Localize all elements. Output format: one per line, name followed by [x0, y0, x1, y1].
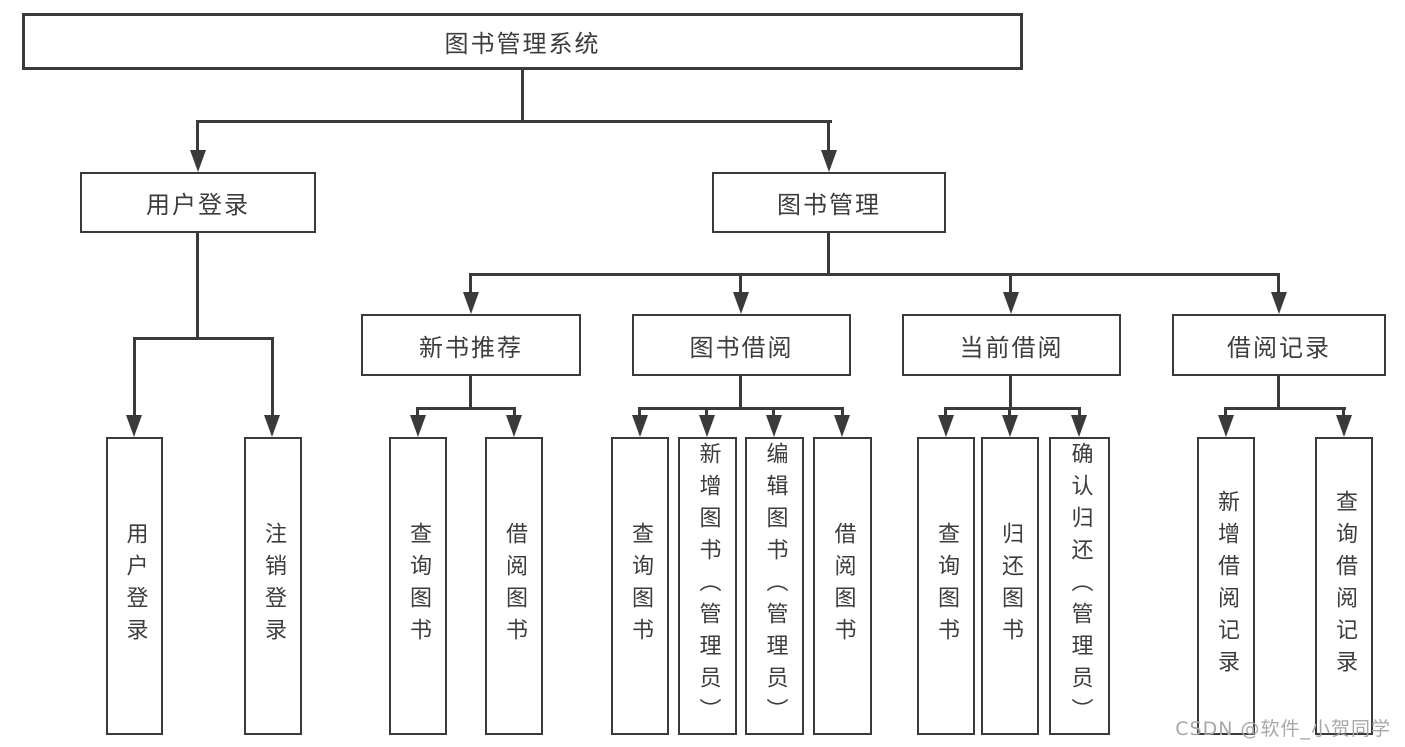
leaf-bb-edit-book-admin-label: 编辑图书（管理员） [762, 442, 788, 730]
connector-bb-leaf4-drop [841, 407, 844, 417]
connector-user-login-bus [133, 337, 274, 340]
node-user-login-label: 用户登录 [146, 191, 250, 219]
connector-book-mgmt-stem [827, 233, 830, 276]
connector-bb-leaf3-drop [772, 407, 775, 417]
connector-cb-leaf1-drop [944, 407, 947, 417]
connector-bb-leaf1-drop [638, 407, 641, 417]
arrowhead-bb-leaf4 [834, 415, 850, 437]
connector-book-borrow-bus [638, 407, 844, 410]
leaf-cb-return-book: 归还图书 [981, 437, 1039, 735]
leaf-user-login: 用户登录 [106, 437, 163, 735]
arrowhead-br-leaf2 [1336, 415, 1352, 437]
arrowhead-ul-leaf1 [126, 415, 142, 437]
connector-cb-leaf3-drop [1078, 407, 1081, 417]
connector-new-book-bus [416, 407, 516, 410]
leaf-br-query-record-label: 查询借阅记录 [1332, 490, 1357, 682]
node-root-label: 图书管理系统 [444, 30, 601, 58]
node-current-borrow: 当前借阅 [902, 314, 1121, 376]
leaf-br-query-record: 查询借阅记录 [1315, 437, 1373, 735]
leaf-bb-borrow-book: 借阅图书 [813, 437, 872, 735]
connector-br-leaf1-drop [1224, 407, 1227, 417]
connector-borrow-records-bus [1224, 407, 1346, 410]
arrowhead-book-mgmt [821, 150, 837, 172]
leaf-br-add-record: 新增借阅记录 [1197, 437, 1255, 735]
connector-br-leaf2-drop [1342, 407, 1345, 417]
arrowhead-book-borrow [733, 292, 749, 314]
node-current-borrow-label: 当前借阅 [959, 333, 1064, 362]
leaf-bb-edit-book-admin: 编辑图书（管理员） [745, 437, 804, 735]
leaf-bb-add-book-admin-label: 新增图书（管理员） [695, 442, 721, 730]
arrowhead-ul-leaf2 [264, 415, 280, 437]
leaf-logout-label: 注销登录 [261, 522, 286, 650]
node-borrow-records: 借阅记录 [1172, 314, 1386, 376]
connector-nb-leaf2-drop [513, 407, 516, 417]
node-new-book-recommend-label: 新书推荐 [419, 333, 523, 362]
arrowhead-nb-leaf1 [410, 415, 426, 437]
arrowhead-cb-leaf2 [1002, 415, 1018, 437]
connector-ul-leaf2-drop [271, 337, 274, 417]
connector-user-login-stem [196, 233, 199, 340]
connector-root-stem [521, 70, 524, 121]
connector-current-borrow-bus [944, 407, 1081, 410]
connector-current-borrow-drop [1009, 273, 1012, 295]
leaf-nb-query-book: 查询图书 [389, 437, 447, 735]
connector-book-mgmt-bus [469, 273, 1280, 276]
leaf-bb-add-book-admin: 新增图书（管理员） [678, 437, 737, 735]
csdn-watermark: CSDN @软件_小贺同学 [1175, 718, 1391, 740]
leaf-cb-query-book: 查询图书 [917, 437, 975, 735]
leaf-cb-query-book-label: 查询图书 [934, 522, 959, 650]
arrowhead-current-borrow [1003, 292, 1019, 314]
arrowhead-borrow-records [1271, 292, 1287, 314]
connector-borrow-records-stem [1277, 376, 1280, 410]
arrowhead-bb-leaf2 [699, 415, 715, 437]
node-root-library-system: 图书管理系统 [22, 13, 1023, 70]
node-book-management-label: 图书管理 [777, 191, 881, 219]
connector-book-mgmt-drop [827, 120, 830, 152]
connector-cb-leaf2-drop [1008, 407, 1011, 417]
leaf-cb-return-book-label: 归还图书 [998, 522, 1023, 650]
node-book-borrow-label: 图书借阅 [689, 333, 794, 362]
connector-ul-leaf1-drop [133, 337, 136, 417]
arrowhead-cb-leaf3 [1071, 415, 1087, 437]
arrowhead-user-login [190, 150, 206, 172]
connector-bb-leaf2-drop [705, 407, 708, 417]
arrowhead-cb-leaf1 [938, 415, 954, 437]
connector-nb-leaf1-drop [416, 407, 419, 417]
leaf-nb-borrow-book: 借阅图书 [485, 437, 543, 735]
arrowhead-nb-leaf2 [506, 415, 522, 437]
connector-borrow-records-drop [1277, 273, 1280, 295]
leaf-nb-query-book-label: 查询图书 [406, 522, 431, 650]
connector-user-login-drop [196, 120, 199, 152]
leaf-cb-confirm-return-admin-label: 确认归还（管理员） [1067, 442, 1093, 730]
connector-new-book-drop [469, 273, 472, 295]
leaf-bb-query-book-label: 查询图书 [628, 522, 653, 650]
leaf-cb-confirm-return-admin: 确认归还（管理员） [1049, 437, 1110, 735]
connector-current-borrow-stem [1009, 376, 1012, 410]
leaf-nb-borrow-book-label: 借阅图书 [502, 522, 527, 650]
leaf-logout: 注销登录 [244, 437, 302, 735]
leaf-bb-query-book: 查询图书 [611, 437, 669, 735]
node-new-book-recommend: 新书推荐 [361, 314, 581, 376]
arrowhead-bb-leaf1 [632, 415, 648, 437]
leaf-user-login-label: 用户登录 [122, 522, 148, 650]
connector-book-borrow-drop [739, 273, 742, 295]
arrowhead-br-leaf1 [1218, 415, 1234, 437]
connector-new-book-stem [469, 376, 472, 410]
node-book-management: 图书管理 [712, 172, 946, 233]
leaf-br-add-record-label: 新增借阅记录 [1214, 490, 1239, 682]
arrowhead-bb-leaf3 [766, 415, 782, 437]
connector-book-borrow-stem [739, 376, 742, 410]
arrowhead-new-book [463, 292, 479, 314]
node-book-borrow: 图书借阅 [632, 314, 851, 376]
node-user-login: 用户登录 [80, 172, 316, 233]
connector-root-bus [196, 120, 832, 123]
node-borrow-records-label: 借阅记录 [1227, 333, 1331, 362]
leaf-bb-borrow-book-label: 借阅图书 [830, 522, 856, 650]
